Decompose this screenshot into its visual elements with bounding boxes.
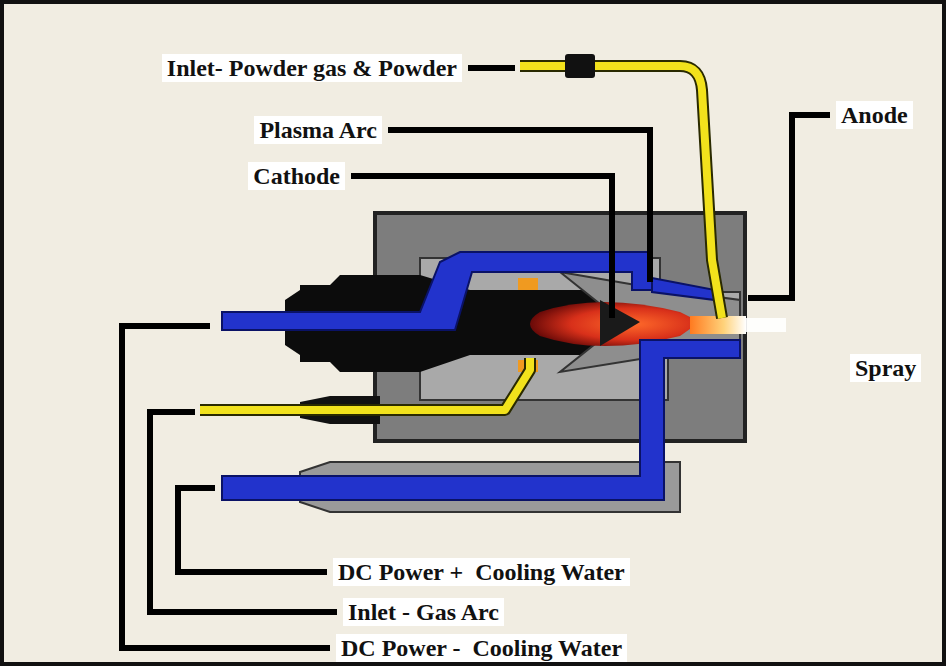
leader-lines — [122, 68, 830, 648]
part-label: Anode — [836, 101, 913, 129]
part-label: DC Power - Cooling Water — [336, 634, 627, 662]
cooling-channel-positive — [222, 340, 740, 500]
gas-port — [518, 278, 538, 290]
spray-jet — [690, 316, 746, 334]
powder-tube — [520, 66, 722, 318]
cooling-channel-negative — [222, 252, 652, 330]
gas-tube-outline — [200, 358, 530, 410]
part-label: Spray — [850, 354, 921, 382]
part-label: Inlet - Gas Arc — [343, 598, 504, 626]
cathode-tip — [600, 300, 640, 346]
part-label: DC Power + Cooling Water — [333, 558, 630, 586]
powder-fitting — [565, 54, 595, 78]
gas-tube — [200, 358, 530, 410]
cooling-channel-tip — [652, 278, 715, 300]
part-label: Cathode — [248, 162, 345, 190]
part-label: Inlet- Powder gas & Powder — [162, 54, 462, 82]
part-label: Plasma Arc — [254, 116, 382, 144]
spray-plume — [746, 318, 786, 332]
powder-tube-outline — [520, 66, 722, 318]
